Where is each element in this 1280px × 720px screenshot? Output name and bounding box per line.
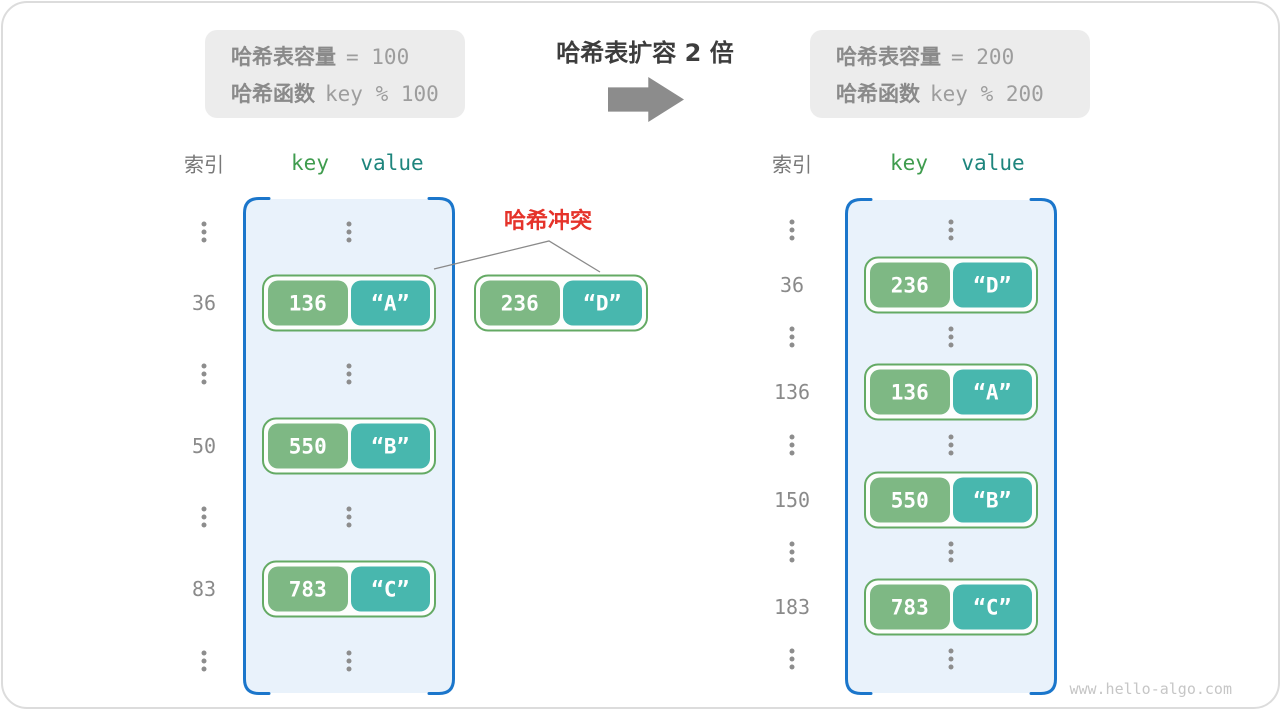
pair-value: “B” xyxy=(952,477,1032,523)
left-index-header: 索引 xyxy=(184,152,224,177)
pair-value: “D” xyxy=(562,280,642,326)
left-key-header: key xyxy=(291,151,329,175)
capacity-label: 哈希表容量 xyxy=(836,44,941,69)
ellipsis-dots xyxy=(346,363,352,385)
ellipsis-dots xyxy=(789,434,795,456)
index-label: 36 xyxy=(779,273,805,297)
capacity-line: 哈希表容量 = 100 xyxy=(231,41,465,71)
key-value-pair: 236“D” xyxy=(864,256,1038,314)
key-value-pair: 136“A” xyxy=(864,363,1038,421)
hash-function-label: 哈希函数 xyxy=(231,81,315,106)
ellipsis-dots xyxy=(948,648,954,670)
ellipsis-dots xyxy=(346,221,352,243)
index-label: 136 xyxy=(773,380,811,404)
key-value-pair: 783“C” xyxy=(262,560,436,618)
hash-function-line: 哈希函数 key % 200 xyxy=(836,78,1090,108)
pair-value: “A” xyxy=(952,369,1032,415)
pair-key: 236 xyxy=(870,262,950,308)
pair-value: “C” xyxy=(350,566,430,612)
capacity-value: = 200 xyxy=(951,44,1015,69)
key-value-pair: 550“B” xyxy=(864,471,1038,529)
index-label: 150 xyxy=(773,488,811,512)
diagram-title: 哈希表扩容 2 倍 xyxy=(556,39,734,67)
hash-function-value: key % 100 xyxy=(325,81,439,106)
pair-key: 550 xyxy=(268,423,348,469)
ellipsis-dots xyxy=(201,506,207,528)
capacity-box-after: 哈希表容量 = 200 哈希函数 key % 200 xyxy=(810,30,1090,118)
right-arrow-icon xyxy=(608,77,684,122)
ellipsis-dots xyxy=(346,506,352,528)
ellipsis-dots xyxy=(789,326,795,348)
pair-value: “D” xyxy=(952,262,1032,308)
pair-value: “A” xyxy=(350,280,430,326)
key-value-pair: 550“B” xyxy=(262,417,436,475)
pair-key: 136 xyxy=(870,369,950,415)
ellipsis-dots xyxy=(948,541,954,563)
pair-key: 236 xyxy=(480,280,560,326)
ellipsis-dots xyxy=(948,219,954,241)
left-value-header: value xyxy=(360,151,424,175)
watermark: www.hello-algo.com xyxy=(1069,680,1232,698)
ellipsis-dots xyxy=(346,650,352,672)
collision-label: 哈希冲突 xyxy=(503,209,593,234)
capacity-line: 哈希表容量 = 200 xyxy=(836,41,1090,71)
ellipsis-dots xyxy=(201,221,207,243)
index-label: 50 xyxy=(191,434,217,458)
capacity-value: = 100 xyxy=(346,44,410,69)
pair-key: 783 xyxy=(268,566,348,612)
pair-value: “B” xyxy=(350,423,430,469)
index-label: 36 xyxy=(191,291,217,315)
ellipsis-dots xyxy=(789,541,795,563)
hash-function-line: 哈希函数 key % 100 xyxy=(231,78,465,108)
ellipsis-dots xyxy=(948,326,954,348)
ellipsis-dots xyxy=(948,434,954,456)
index-label: 183 xyxy=(773,595,811,619)
right-key-header: key xyxy=(890,151,928,175)
pair-key: 550 xyxy=(870,477,950,523)
ellipsis-dots xyxy=(789,648,795,670)
pair-key: 136 xyxy=(268,280,348,326)
right-value-header: value xyxy=(961,151,1025,175)
ellipsis-dots xyxy=(789,219,795,241)
capacity-label: 哈希表容量 xyxy=(231,44,336,69)
colliding-key-value-pair: 236 “D” xyxy=(474,274,648,332)
right-index-header: 索引 xyxy=(772,152,812,177)
key-value-pair: 783“C” xyxy=(864,578,1038,636)
pair-value: “C” xyxy=(952,584,1032,630)
hash-function-value: key % 200 xyxy=(930,81,1044,106)
key-value-pair: 136“A” xyxy=(262,274,436,332)
ellipsis-dots xyxy=(201,363,207,385)
ellipsis-dots xyxy=(201,650,207,672)
index-label: 83 xyxy=(191,577,217,601)
pair-key: 783 xyxy=(870,584,950,630)
capacity-box-before: 哈希表容量 = 100 哈希函数 key % 100 xyxy=(205,30,465,118)
hash-function-label: 哈希函数 xyxy=(836,81,920,106)
